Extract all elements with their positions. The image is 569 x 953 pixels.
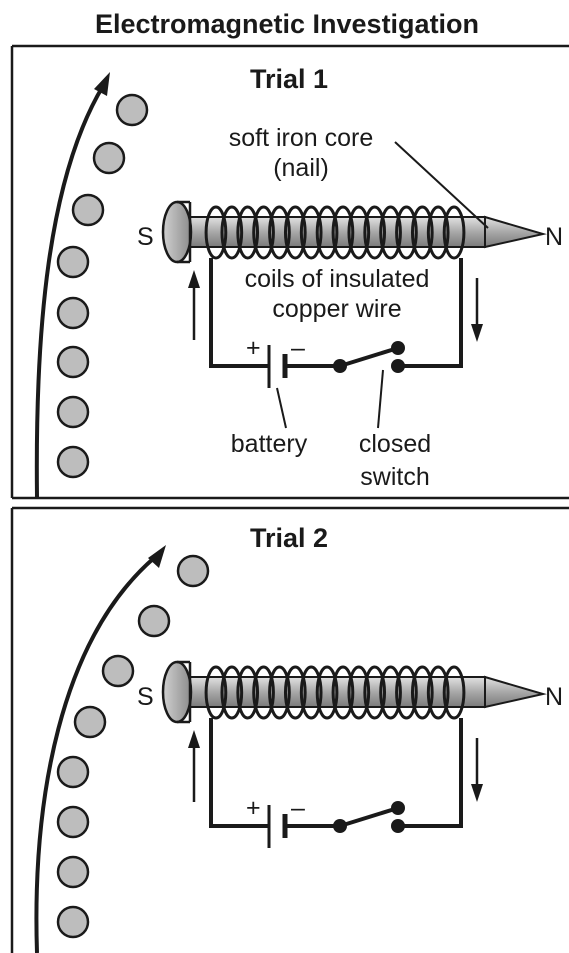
trial-1-title: Trial 1 [250, 64, 328, 94]
trial-2-motion-arrow [34, 556, 156, 953]
battery-leader-line [276, 387, 287, 429]
nail-head-rim [177, 200, 192, 264]
coil-winding [379, 665, 402, 720]
coil-label-line-2: copper wire [272, 295, 401, 323]
ball [56, 245, 90, 279]
core-leader-line [394, 141, 489, 229]
ball [56, 755, 90, 789]
trial-1-motion-arrow [34, 84, 105, 498]
battery-plus: + [246, 794, 261, 822]
diagram-title: Electromagnetic Investigation [95, 9, 479, 39]
coil-winding [347, 665, 371, 720]
current-arrow-left-head [188, 730, 200, 748]
core-label-line-1: soft iron core [229, 124, 374, 152]
trial-2-balls [56, 554, 210, 939]
coil-winding [283, 665, 307, 720]
nail-head [161, 200, 193, 264]
ball [71, 193, 105, 227]
coil-winding [268, 665, 291, 720]
ball [56, 296, 90, 330]
trial-2-coil [204, 665, 466, 720]
trial-1-frame [10, 44, 569, 500]
trial-2-pole-s: S [137, 683, 154, 711]
coil-winding [410, 205, 434, 260]
coil-winding [315, 205, 339, 260]
coil-winding [220, 205, 244, 260]
coil-winding [299, 205, 323, 260]
trial-1-arrowhead [94, 72, 110, 96]
trial-1-panel: Trial 1 S N soft iron core (nail) [10, 44, 569, 500]
coil-winding [283, 205, 307, 260]
ball [56, 855, 90, 889]
battery-minus: – [291, 794, 305, 822]
ball [137, 604, 171, 638]
trial-1-balls [56, 93, 149, 479]
switch-terminal-right [391, 359, 405, 373]
coil-winding [347, 205, 371, 260]
ball [176, 554, 210, 588]
coil-winding [410, 665, 434, 720]
coil-winding [379, 205, 402, 260]
coil-winding [299, 665, 323, 720]
battery-plus: + [246, 334, 261, 362]
current-arrow-left-head [188, 270, 200, 288]
switch-lever [339, 346, 399, 368]
nail-head [161, 660, 193, 724]
switch-terminal-right [391, 819, 405, 833]
coil-winding [236, 665, 260, 720]
switch-label-line-1: closed [359, 430, 431, 458]
ball [56, 445, 90, 479]
trial-2-frame [10, 506, 569, 953]
coil-label-line-1: coils of insulated [245, 265, 430, 293]
coil-winding [442, 205, 466, 260]
coil-winding [315, 665, 339, 720]
battery-minus: – [291, 334, 305, 362]
coil-winding [426, 205, 450, 260]
core-label-line-2: (nail) [273, 154, 329, 182]
ball [56, 905, 90, 939]
trial-2-arrowhead [148, 545, 166, 568]
coil-winding [252, 665, 275, 720]
current-arrow-right-head [471, 784, 483, 802]
coil-winding [363, 205, 387, 260]
ball [56, 345, 90, 379]
ball [115, 93, 149, 127]
coil-winding [204, 205, 228, 260]
nail-head-rim [177, 660, 192, 724]
nail-tip [484, 675, 547, 709]
coil-winding [204, 665, 228, 720]
coil-winding [236, 205, 260, 260]
battery-label: battery [231, 430, 308, 458]
trial-1-pole-n: N [545, 223, 563, 251]
trial-2-circuit-wire [209, 718, 463, 828]
ball [73, 705, 107, 739]
coil-winding [363, 665, 387, 720]
nail-tip [484, 215, 547, 249]
current-arrow-right-head [471, 324, 483, 342]
trial-2-panel: Trial 2 S N + – [10, 506, 569, 953]
ball [92, 141, 126, 175]
coil-winding [331, 665, 355, 720]
coil-winding [220, 665, 244, 720]
coil-winding [426, 665, 450, 720]
coil-winding [252, 205, 275, 260]
ball [101, 654, 135, 688]
trial-1-circuit-wire [209, 258, 463, 368]
trial-1-coil [204, 205, 466, 260]
ball [56, 395, 90, 429]
ball [56, 805, 90, 839]
coil-winding [331, 205, 355, 260]
trial-2-title: Trial 2 [250, 523, 328, 553]
switch-lever [339, 806, 399, 828]
coil-winding [442, 665, 466, 720]
coil-winding [395, 205, 418, 260]
trial-2-pole-n: N [545, 683, 563, 711]
trial-1-pole-s: S [137, 223, 154, 251]
coil-winding [395, 665, 418, 720]
coil-winding [268, 205, 291, 260]
switch-leader-line [377, 369, 384, 429]
switch-label-line-2: switch [360, 463, 429, 491]
